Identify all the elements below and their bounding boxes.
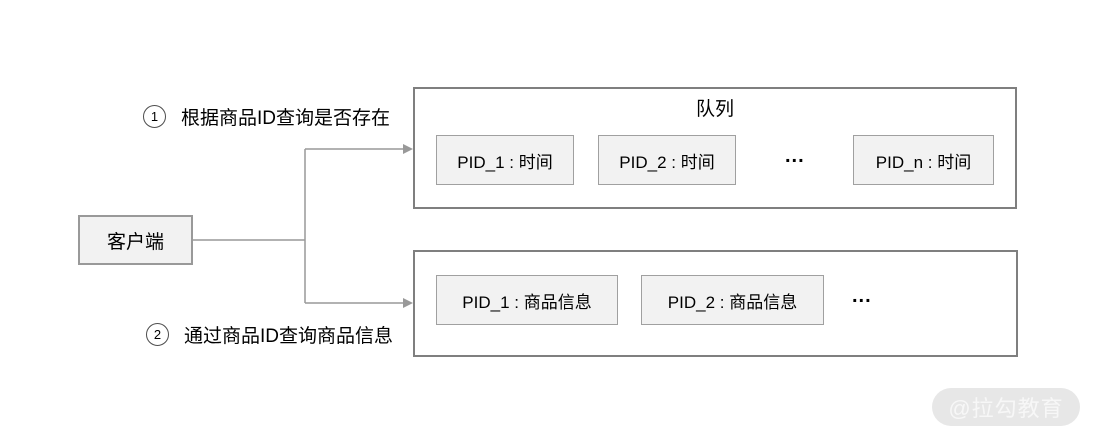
annotation-step-1-text: 根据商品ID查询是否存在 — [181, 108, 391, 129]
arrowhead-info — [403, 298, 413, 308]
product-info-container: PID_1 : 商品信息 PID_2 : 商品信息 ... — [413, 250, 1018, 357]
info-item-pid1: PID_1 : 商品信息 — [436, 275, 618, 325]
queue-ellipsis: ... — [785, 145, 805, 167]
watermark-badge: @拉勾教育 — [932, 388, 1080, 426]
queue-item-pidn: PID_n : 时间 — [853, 135, 994, 185]
annotation-step-2-text: 通过商品ID查询商品信息 — [184, 326, 394, 347]
queue-item-pid2: PID_2 : 时间 — [598, 135, 736, 185]
client-node: 客户端 — [78, 215, 193, 265]
step-1-number-badge: 1 — [143, 105, 166, 128]
annotation-step-2: 2 通过商品ID查询商品信息 — [146, 321, 393, 348]
queue-item-pid1: PID_1 : 时间 — [436, 135, 574, 185]
step-2-number-badge: 2 — [146, 323, 169, 346]
queue-container: 队列 PID_1 : 时间 PID_2 : 时间 ... PID_n : 时间 — [413, 87, 1017, 209]
info-item-pid2: PID_2 : 商品信息 — [641, 275, 824, 325]
annotation-step-1: 1 根据商品ID查询是否存在 — [143, 103, 390, 130]
client-label: 客户端 — [106, 231, 164, 253]
info-ellipsis: ... — [852, 285, 872, 307]
queue-title: 队列 — [695, 99, 734, 120]
arrowhead-queue — [403, 144, 413, 154]
